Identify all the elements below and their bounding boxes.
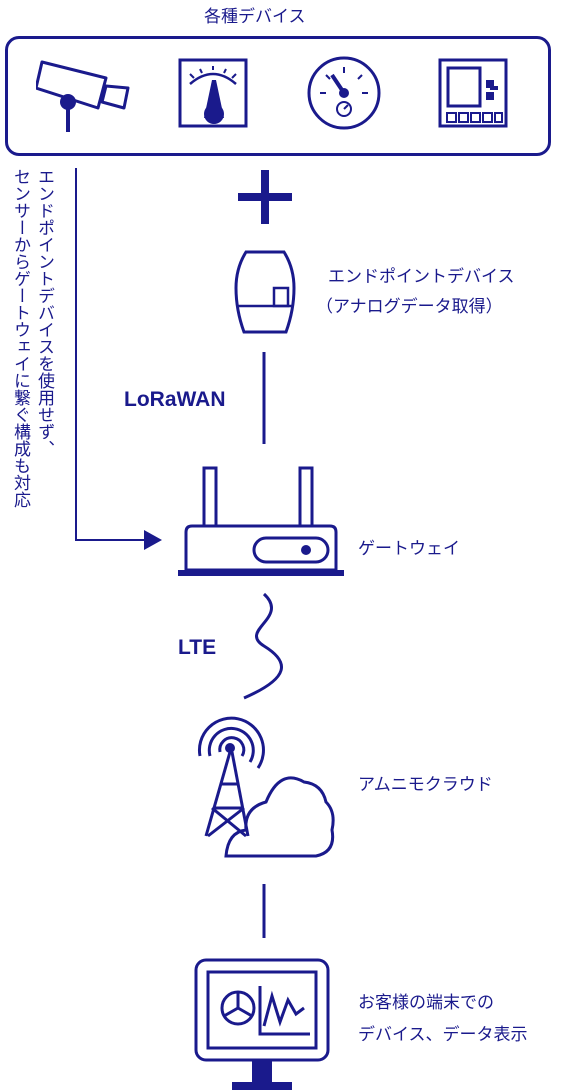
terminal-line2: デバイス、データ表示	[358, 1025, 528, 1045]
gateway-icon	[176, 464, 346, 582]
side-note-line2: センサーからゲートウェイに繋ぐ構成も対応	[10, 168, 30, 508]
gauge-icon	[306, 55, 382, 131]
camera-icon	[36, 58, 132, 134]
arrow-head-icon	[144, 530, 162, 550]
cloud-tower-icon	[186, 712, 336, 862]
monitor-icon	[192, 956, 332, 1091]
lte-label: LTE	[178, 636, 217, 659]
control-panel-icon	[438, 58, 508, 128]
devices-title: 各種デバイス	[204, 7, 306, 27]
plus-icon	[261, 170, 269, 224]
terminal-line1: お客様の端末での	[358, 993, 494, 1013]
analog-meter-icon	[178, 58, 248, 128]
lorawan-label: LoRaWAN	[124, 388, 226, 411]
devices-box	[5, 36, 551, 156]
endpoint-label: エンドポイントデバイス	[328, 267, 515, 287]
side-note: エンドポイントデバイスを使用せず、 センサーからゲートウェイに繋ぐ構成も対応	[2, 168, 56, 608]
endpoint-sublabel: （アナログデータ取得）	[316, 297, 503, 317]
endpoint-device-icon	[230, 248, 300, 336]
side-note-line1: エンドポイントデバイスを使用せず、	[34, 168, 54, 457]
gateway-label: ゲートウェイ	[358, 539, 460, 559]
cloud-label: アムニモクラウド	[358, 775, 493, 795]
